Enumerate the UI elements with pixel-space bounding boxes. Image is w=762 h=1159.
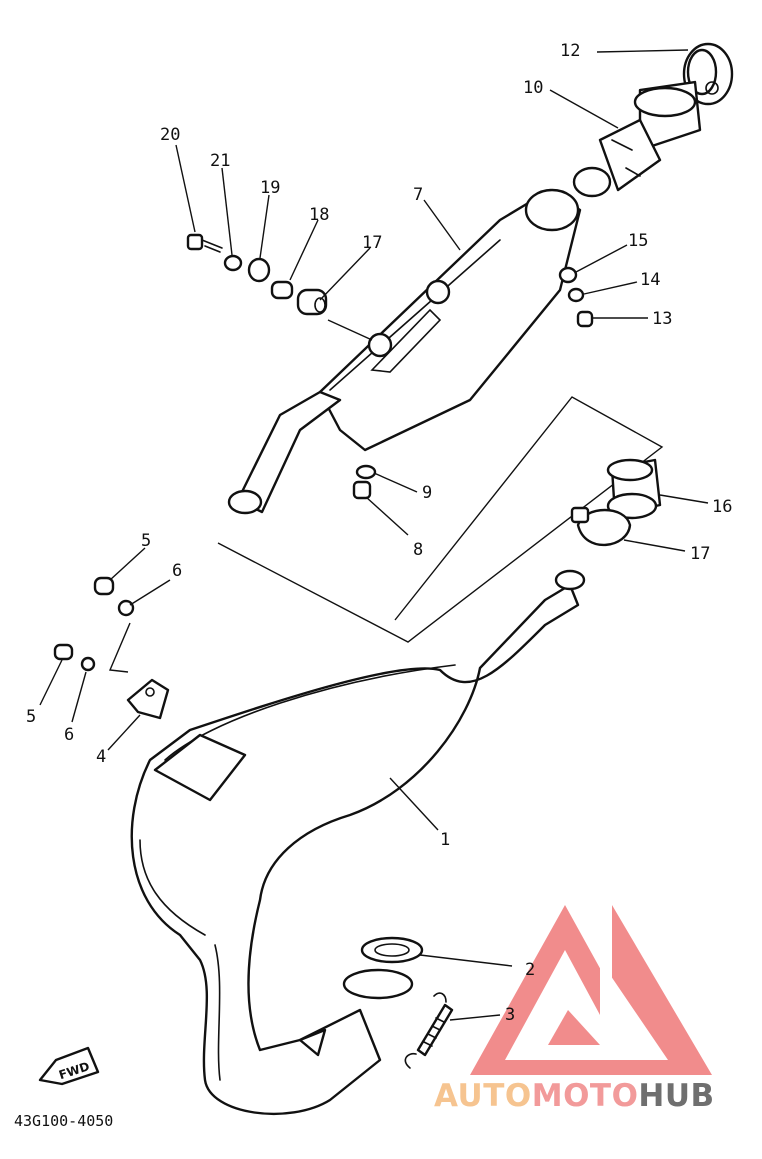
- callout-4: 4: [96, 747, 106, 767]
- part-17-grommet: [296, 288, 328, 316]
- part-18-collar: [270, 280, 294, 300]
- callout-3: 3: [505, 1005, 515, 1025]
- callout-11: 13: [652, 309, 672, 329]
- part-13-grommet: [558, 266, 578, 284]
- callout-20: 20: [160, 125, 180, 145]
- part-16-clamp: [570, 506, 632, 547]
- watermark-auto: AUTO: [434, 1078, 532, 1114]
- callout-labels: 12 10 20 21 19 18 17 7 15 14 13 9 8 16 1…: [26, 41, 732, 1025]
- group-frame-silencer: [217, 396, 664, 643]
- drawing-code: 43G100-4050: [14, 1112, 113, 1130]
- callout-17: 17: [362, 233, 382, 253]
- callout-10: 10: [523, 78, 543, 98]
- part-11-bolt: [576, 310, 594, 328]
- part-1-expansion-chamber: [130, 569, 586, 1116]
- part-3-spring: [404, 992, 454, 1069]
- callout-7: 7: [413, 185, 423, 205]
- callout-2: 2: [525, 960, 535, 980]
- leader-lines: [39, 49, 709, 1021]
- callout-8: 8: [413, 540, 423, 560]
- callout-13: 15: [628, 231, 648, 251]
- callout-5-lower: 5: [26, 707, 36, 727]
- callout-5-upper: 5: [141, 531, 151, 551]
- callout-6-upper: 6: [172, 561, 182, 581]
- callout-15: 16: [712, 497, 732, 517]
- callout-6-lower: 6: [64, 725, 74, 745]
- part-20-bolt: [186, 233, 223, 253]
- callout-9: 9: [422, 483, 432, 503]
- callout-19: 19: [260, 178, 280, 198]
- part-15-joint: [606, 458, 662, 520]
- part-4-bracket: [126, 678, 170, 720]
- part-1-inlet-flange: [342, 968, 414, 1000]
- watermark-hub: HUB: [638, 1078, 714, 1114]
- fwd-arrow: FWD: [38, 1046, 100, 1086]
- watermark-moto: MOTO: [532, 1078, 639, 1114]
- part-5-bolt-lower: [53, 643, 74, 661]
- part-10-tail-pipe: [572, 80, 702, 198]
- part-5-bolt-upper: [93, 576, 115, 596]
- callout-1: 1: [440, 830, 450, 850]
- callout-16: 17: [690, 544, 710, 564]
- part-7-silencer: [227, 188, 582, 515]
- callout-14: 12: [560, 41, 580, 61]
- callout-18: 18: [309, 205, 329, 225]
- group-frame-bracket: [108, 622, 131, 673]
- part-6-washer-lower: [80, 656, 96, 672]
- part-9-washer: [355, 464, 377, 480]
- callout-12: 14: [640, 270, 660, 290]
- part-12-washer: [567, 287, 585, 303]
- part-21-washer: [223, 254, 243, 272]
- part-19-washer: [247, 257, 271, 283]
- part-8-bolt: [352, 480, 372, 500]
- callout-21: 21: [210, 151, 230, 171]
- part-6-washer-upper: [117, 599, 135, 617]
- watermark-wordmark: AUTOMOTOHUB: [434, 1078, 715, 1114]
- watermark-logo: [470, 905, 712, 1075]
- part-2-gasket: [360, 936, 424, 964]
